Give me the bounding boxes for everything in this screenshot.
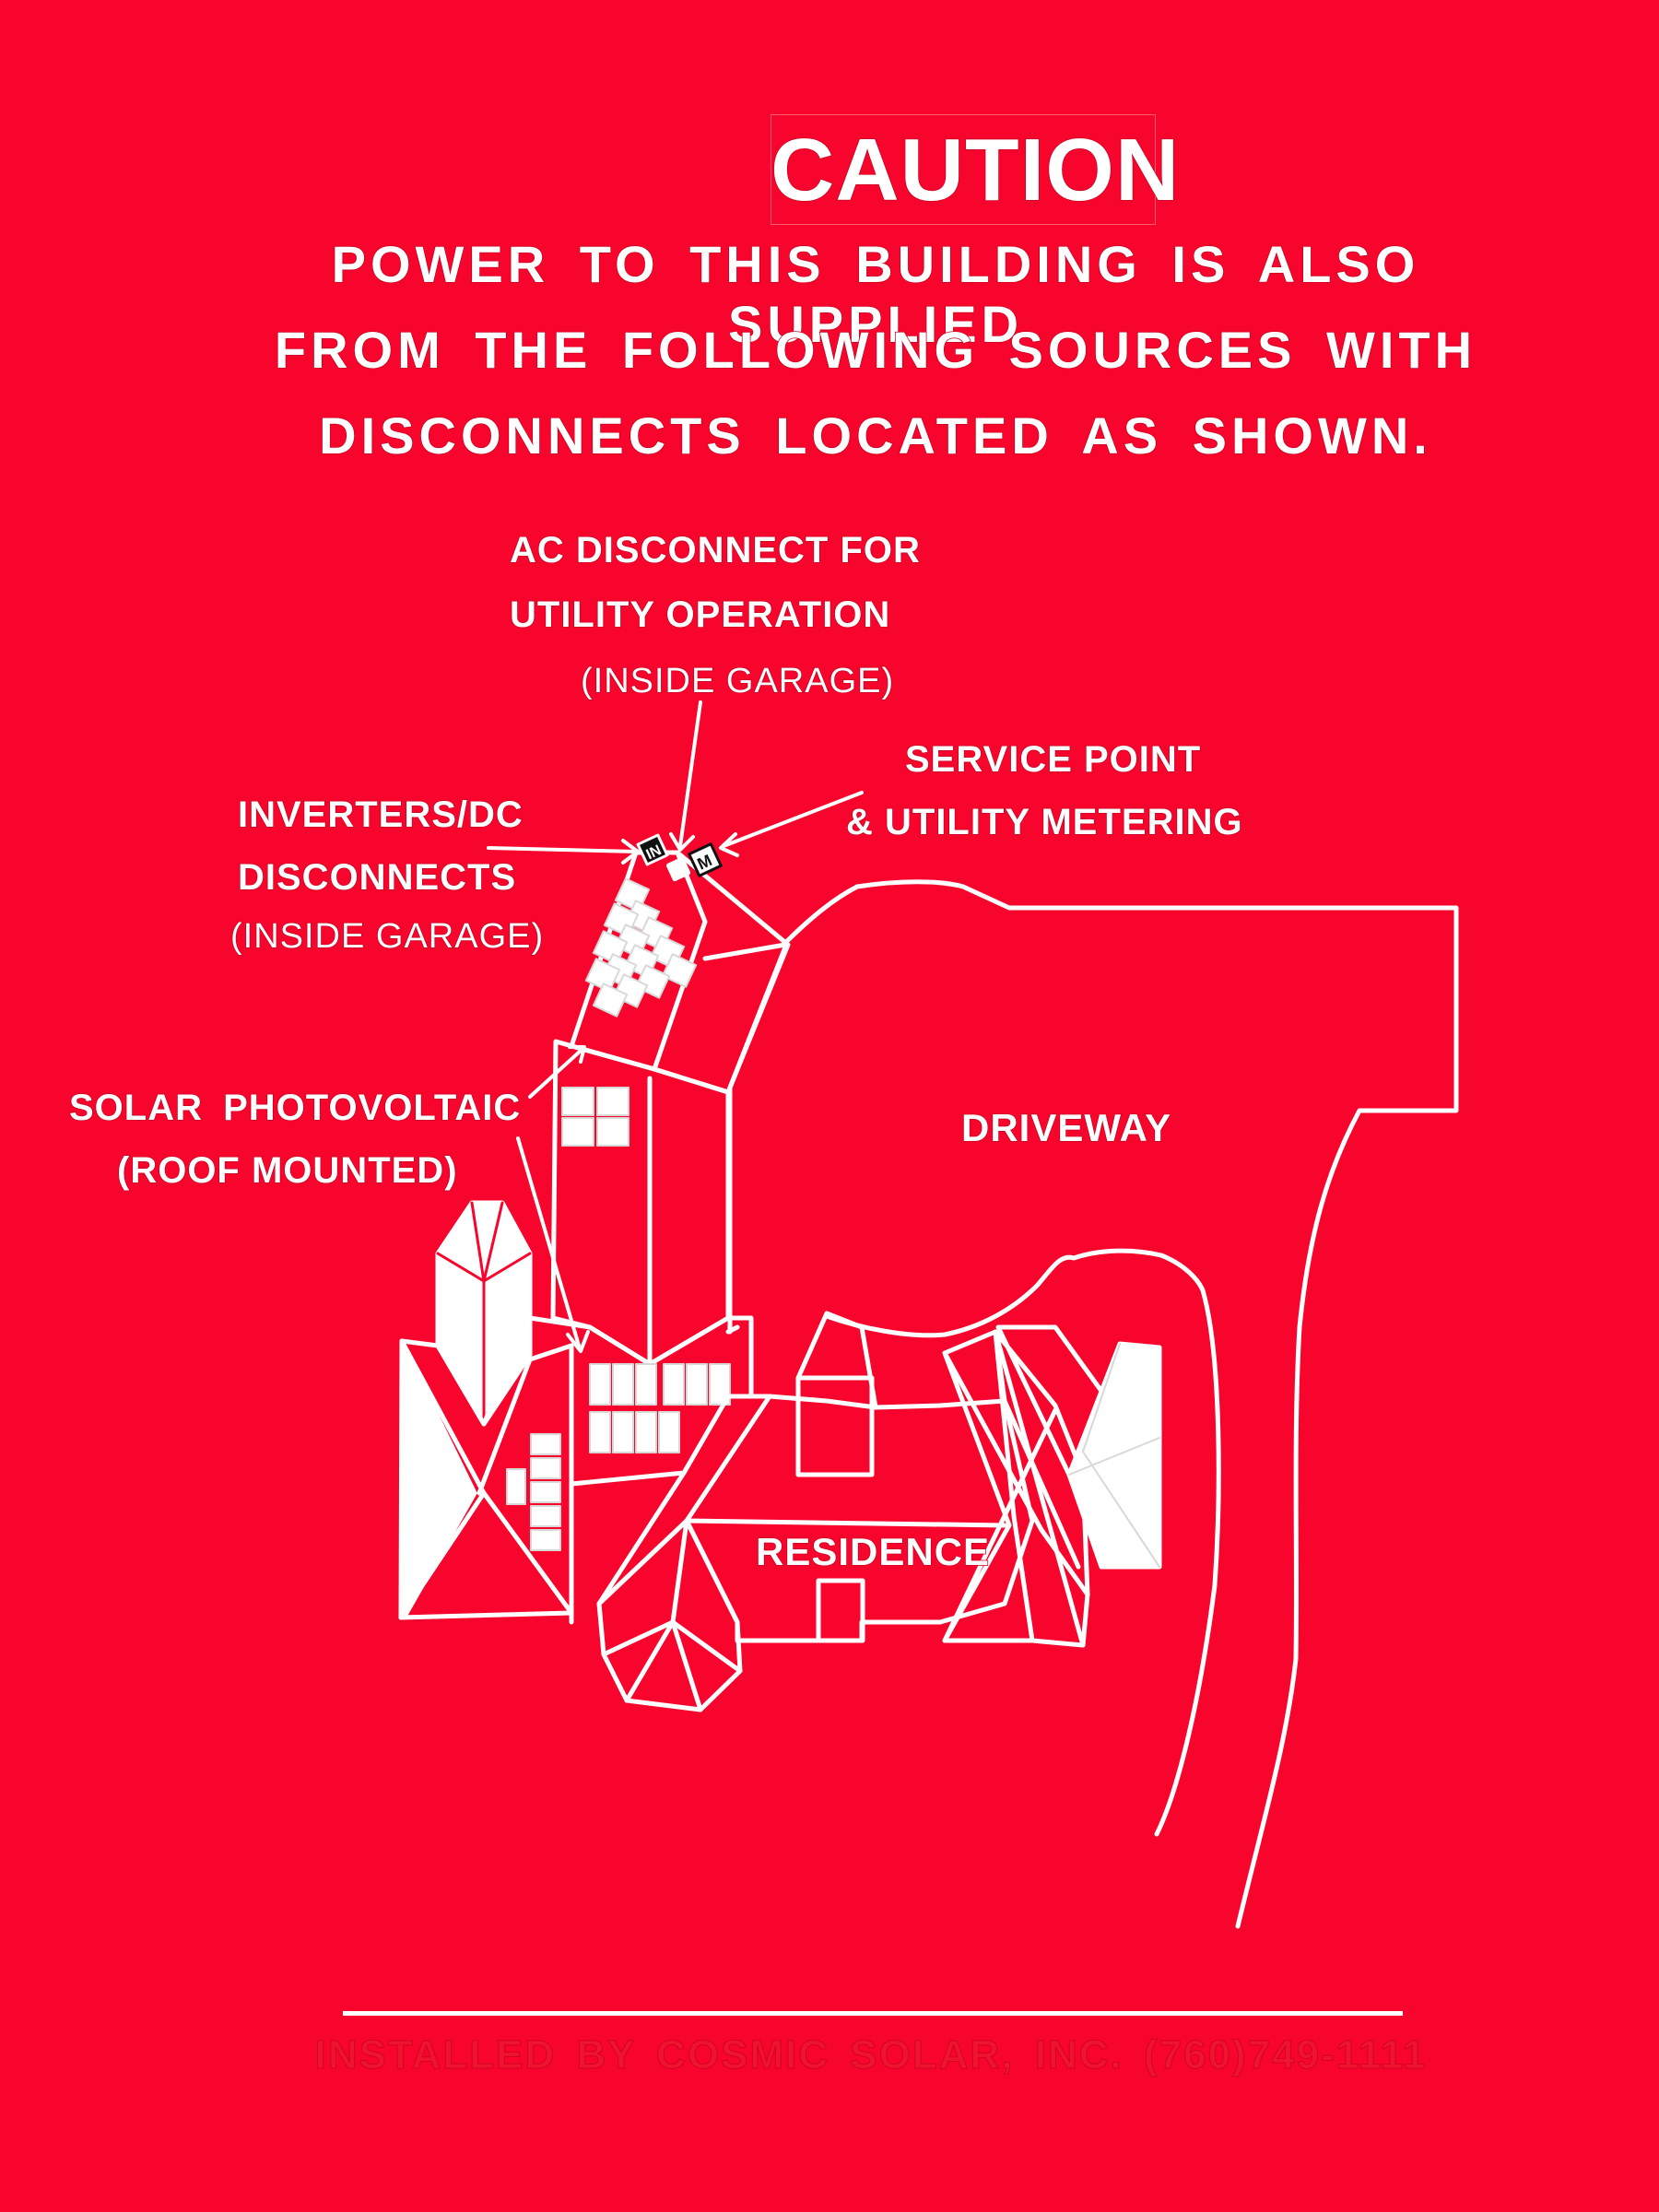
heading-line-3: DISCONNECTS LOCATED AS SHOWN. bbox=[318, 406, 1432, 465]
label-driveway: DRIVEWAY bbox=[960, 1105, 1172, 1150]
label-ac-disconnect-2: UTILITY OPERATION bbox=[509, 594, 891, 636]
residence-block bbox=[795, 1375, 875, 1477]
label-inverters-1: INVERTERS/DC bbox=[237, 794, 524, 836]
garage-lower-roof bbox=[527, 1315, 754, 1399]
solar-array-mid bbox=[561, 1087, 629, 1147]
ac-disconnect-marker bbox=[665, 856, 691, 882]
label-service-point-1: SERVICE POINT bbox=[904, 738, 1202, 781]
east-wing bbox=[942, 1329, 1090, 1648]
label-inverters-2: DISCONNECTS bbox=[237, 856, 517, 899]
meter-marker-group: M bbox=[688, 842, 723, 877]
inverter-marker-text: IN bbox=[644, 842, 665, 863]
solar-arrow-upper bbox=[528, 1049, 582, 1099]
inverter-marker-box bbox=[636, 833, 669, 866]
solar-array-upper bbox=[584, 877, 698, 1018]
label-solar-1: SOLAR PHOTOVOLTAIC bbox=[68, 1087, 522, 1129]
driveway-outline bbox=[781, 879, 1459, 1929]
entry-block bbox=[816, 1578, 865, 1643]
south-entry bbox=[596, 1518, 743, 1712]
inverter-marker-group: IN bbox=[636, 833, 669, 866]
connector bbox=[569, 1394, 772, 1487]
label-service-point-2: & UTILITY METERING bbox=[845, 801, 1243, 843]
heading-line-1: POWER TO THIS BUILDING IS ALSO SUPPLIED bbox=[331, 234, 1420, 354]
caution-title-box bbox=[771, 114, 1156, 225]
leader-arrows bbox=[487, 700, 864, 1353]
residence-outer-curve bbox=[824, 1248, 1221, 1837]
garage-roof-upper bbox=[569, 850, 708, 1072]
heading-line-2: FROM THE FOLLOWING SOURCES WITH bbox=[274, 320, 1477, 380]
solar-array-lower bbox=[589, 1363, 731, 1453]
label-residence: RESIDENCE bbox=[755, 1529, 991, 1574]
label-ac-disconnect-1: AC DISCONNECT FOR bbox=[509, 529, 921, 571]
label-solar-2: (ROOF MOUNTED) bbox=[116, 1149, 458, 1192]
footer-divider bbox=[343, 2011, 1403, 2016]
installer-footer: INSTALLED BY COSMIC SOLAR, INC. (760)749… bbox=[314, 2032, 1428, 2078]
caution-title: CAUTION bbox=[770, 120, 1181, 220]
meter-marker-box bbox=[688, 842, 723, 877]
ac-disconnect-arrow bbox=[678, 700, 702, 848]
label-ac-disconnect-note: (INSIDE GARAGE) bbox=[580, 661, 895, 701]
residence-body bbox=[684, 1394, 1035, 1643]
service-point-arrow bbox=[722, 791, 864, 848]
garage-hip-line bbox=[702, 942, 788, 961]
driveway-inner-edge bbox=[725, 942, 789, 1335]
solar-arrow-lower bbox=[516, 1136, 581, 1347]
solar-array-west bbox=[506, 1433, 561, 1551]
label-inverters-note: (INSIDE GARAGE) bbox=[229, 916, 545, 957]
inverter-arrow bbox=[487, 846, 638, 853]
